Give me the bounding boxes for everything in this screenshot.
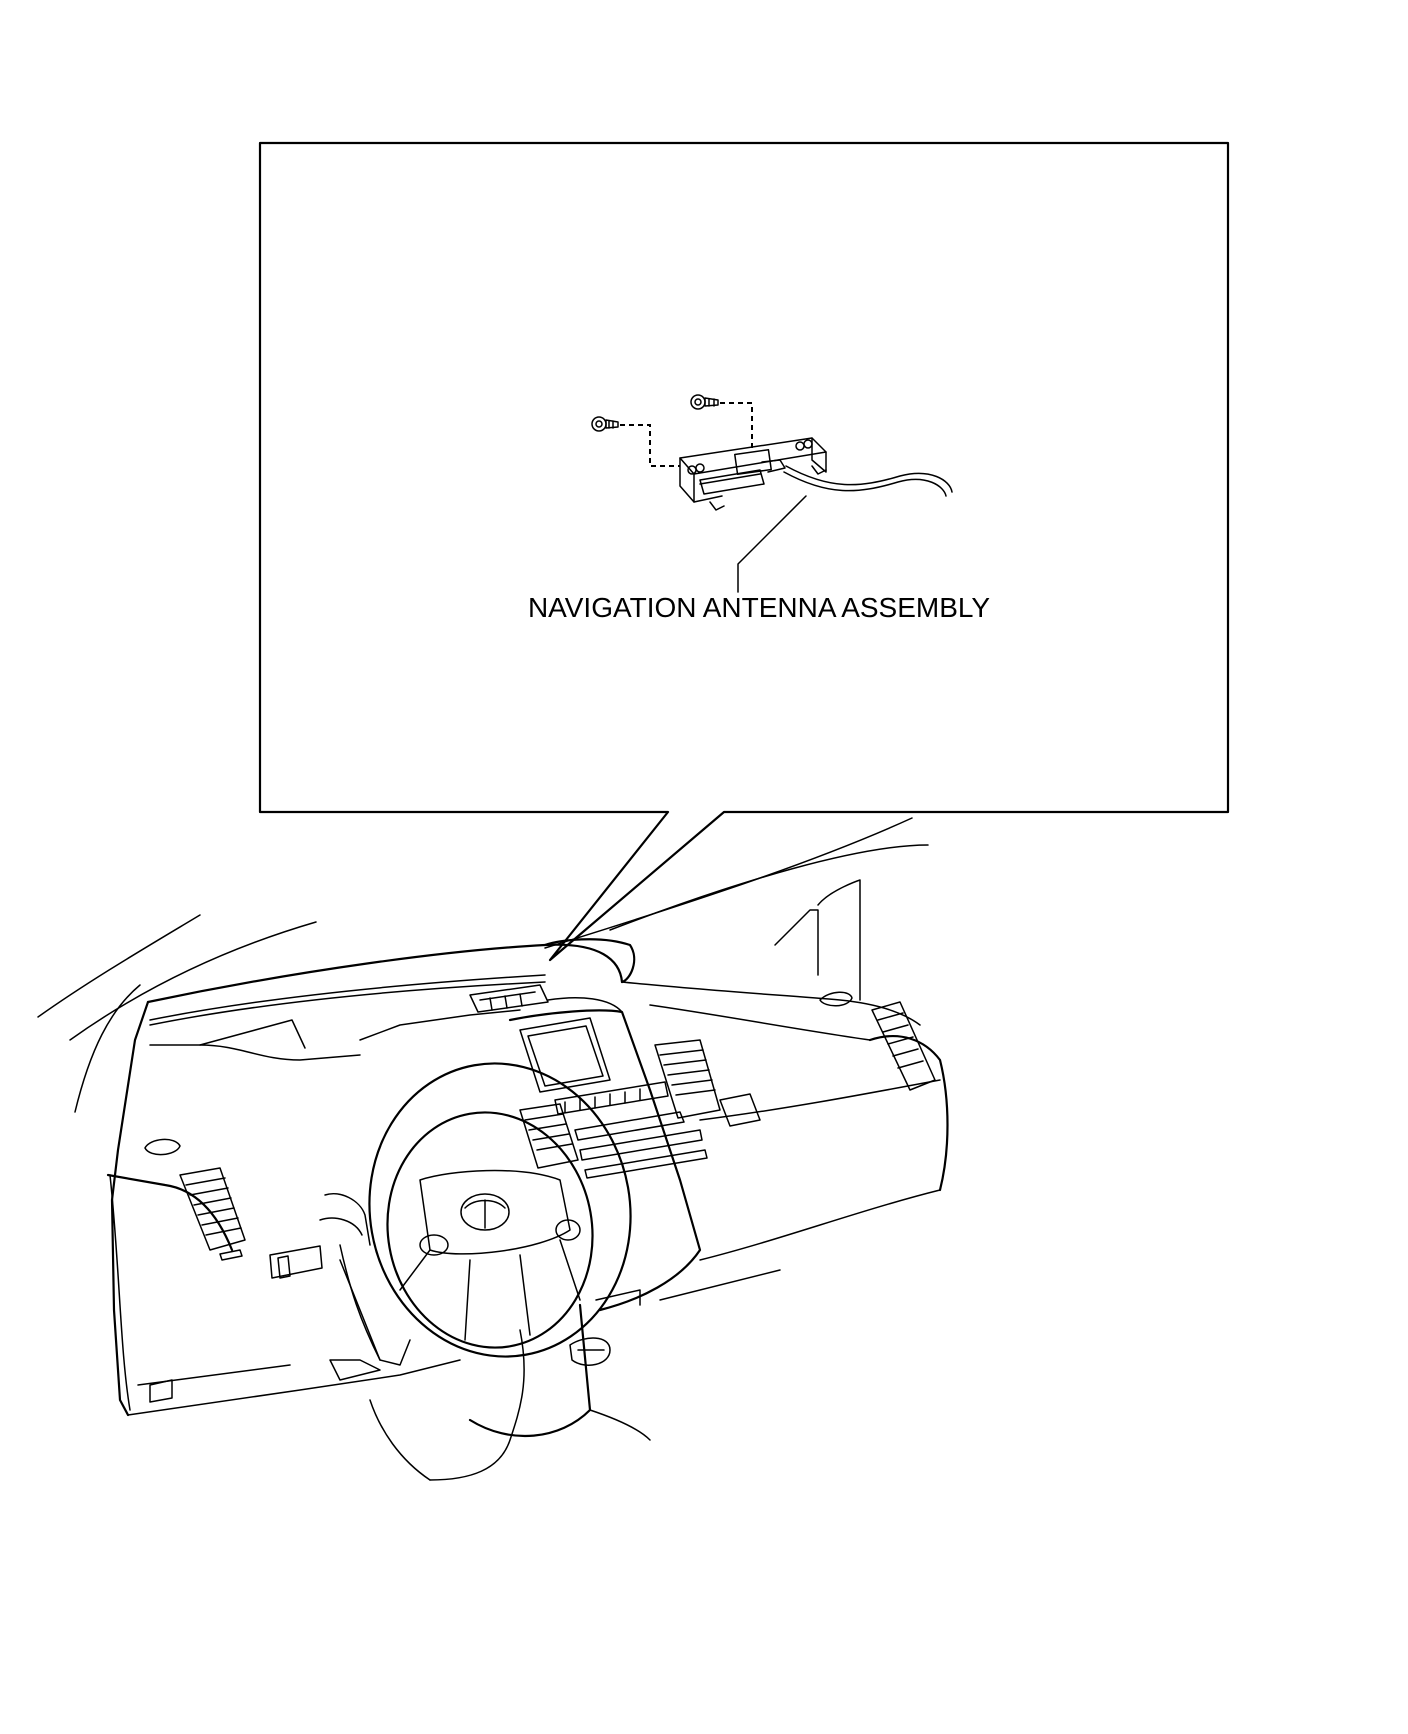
navigation-antenna-assembly-icon — [679, 437, 953, 511]
steering-wheel-icon — [368, 1062, 632, 1358]
dashboard-illustration — [37, 817, 949, 1481]
detail-callout: NAVIGATION ANTENNA ASSEMBLY — [258, 141, 1230, 962]
screw-guide-left — [620, 424, 680, 467]
callout-frame — [258, 141, 1230, 962]
screw-guide-top — [720, 402, 753, 448]
navigation-antenna-assembly-label: NAVIGATION ANTENNA ASSEMBLY — [528, 592, 990, 623]
screw-top-icon — [690, 394, 719, 410]
label-leader-line — [737, 495, 807, 593]
screw-left-icon — [591, 416, 619, 432]
